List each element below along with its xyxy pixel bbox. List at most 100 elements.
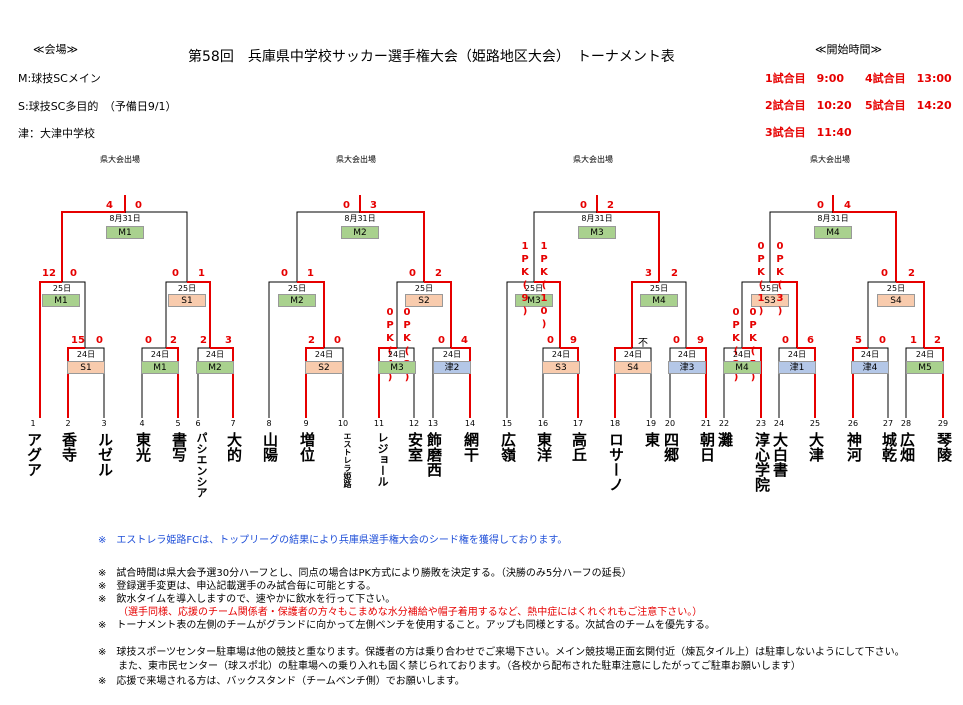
team-name: レジョール [376, 432, 389, 487]
semi-8-date: 25日 [886, 284, 906, 293]
note-seed: ※ エストレラ姫路FCは、トップリーグの結果により兵庫県選手権大会のシード権を獲… [98, 535, 568, 546]
team-name: 琴陵 [935, 432, 953, 462]
first-9-date: 24日 [677, 350, 697, 359]
team-name: 山陽 [261, 432, 279, 462]
semi-2-venue: S1 [168, 294, 206, 307]
first-7-date: 24日 [551, 350, 571, 359]
team-name: ルゼル [96, 432, 114, 477]
team-name: 東光 [134, 432, 152, 462]
team-number: 7 [230, 419, 236, 428]
first-5-venue: M3 [378, 361, 416, 374]
team-number: 21 [700, 419, 712, 428]
final-4-score-left: 0 [817, 200, 824, 211]
semi-3-date: 25日 [287, 284, 307, 293]
semi-3-score-left: 0 [281, 268, 288, 279]
note-water: ※ 飲水タイムを導入しますので、速やかに飲水を行って下さい。 [98, 594, 396, 605]
pk-semi-s3-right: 0 P K ( 3 ) [776, 241, 784, 317]
team-name: 書写 [170, 432, 188, 462]
qualifier-label-1: 県大会出場 [100, 155, 140, 164]
team-number: 11 [373, 419, 385, 428]
qualifier-label-3: 県大会出場 [573, 155, 613, 164]
first-9-score-left: 0 [673, 335, 680, 346]
team-name: 広嶺 [499, 432, 517, 462]
team-name: 淳心学院 [753, 432, 771, 492]
team-name: 灘 [716, 432, 734, 447]
final-4-venue: M4 [814, 226, 852, 239]
team-name: 飾磨西 [425, 432, 443, 477]
final-2-venue: M2 [341, 226, 379, 239]
first-11-venue: 津1 [778, 361, 816, 374]
venue-m: M:球技SCメイン [18, 72, 101, 85]
final-4-date: 8月31日 [817, 214, 849, 223]
pk-semi-s3-left: 0 P K ( 1 ) [757, 241, 765, 317]
semi-4-venue: S2 [405, 294, 443, 307]
note-match-time: ※ 試合時間は県大会予選30分ハーフとし、同点の場合はPK方式により勝敗を決定す… [98, 568, 632, 579]
first-13-score-left: 1 [910, 335, 917, 346]
team-number: 9 [303, 419, 309, 428]
first-2-venue: M1 [141, 361, 179, 374]
team-number: 1 [30, 419, 36, 428]
team-name: アグア [25, 432, 43, 477]
team-number: 15 [501, 419, 513, 428]
team-name: 東洋 [535, 432, 553, 462]
first-9-score-right: 9 [697, 335, 704, 346]
time-4: 4試合目 13:00 [865, 72, 952, 85]
final-3-venue: M3 [578, 226, 616, 239]
first-2-date: 24日 [150, 350, 170, 359]
semi-6-score-right: 2 [671, 268, 678, 279]
team-number: 18 [609, 419, 621, 428]
team-name: 城乾 [880, 432, 898, 462]
semi-3-score-right: 1 [307, 268, 314, 279]
team-name: 神河 [845, 432, 863, 462]
first-3-venue: M2 [196, 361, 234, 374]
team-number: 14 [464, 419, 476, 428]
team-name: ロサーノ [607, 432, 625, 492]
venue-tsu: 津：大津中学校 [18, 127, 95, 140]
team-number: 2 [65, 419, 71, 428]
team-number: 13 [427, 419, 439, 428]
first-7-venue: S3 [542, 361, 580, 374]
venue-s: S:球技SC多目的 （予備日9/1） [18, 100, 177, 113]
semi-5-venue: M3 [515, 294, 553, 307]
page-title: 第58回 兵庫県中学校サッカー選手権大会（姫路地区大会） トーナメント表 [188, 49, 675, 65]
first-1-venue: S1 [67, 361, 105, 374]
first-1-score-right: 0 [96, 335, 103, 346]
semi-5-date: 25日 [524, 284, 544, 293]
semi-3-venue: M2 [278, 294, 316, 307]
semi-7-date: 25日 [760, 284, 780, 293]
team-number: 23 [755, 419, 767, 428]
note-registration: ※ 登録選手変更は、申込記載選手のみ試合毎に可能とする。 [98, 581, 377, 592]
team-name: 安室 [406, 432, 424, 462]
first-6-score-left: 0 [438, 335, 445, 346]
time-3: 3試合目 11:40 [765, 126, 852, 139]
note-parking: ※ 球技スポーツセンター駐車場は他の競技と重なります。保護者の方は乗り合わせでご… [98, 647, 905, 658]
first-3-score-left: 2 [200, 335, 207, 346]
final-1-score-right: 0 [135, 200, 142, 211]
first-4-score-right: 0 [334, 335, 341, 346]
semi-2-score-left: 0 [172, 268, 179, 279]
first-4-date: 24日 [314, 350, 334, 359]
qualifier-label-2: 県大会出場 [336, 155, 376, 164]
team-number: 26 [847, 419, 859, 428]
first-7-score-right: 9 [570, 335, 577, 346]
team-name: 大津 [807, 432, 825, 462]
first-8-date: 24日 [623, 350, 643, 359]
final-2-score-left: 0 [343, 200, 350, 211]
first-6-score-right: 4 [461, 335, 468, 346]
team-number: 8 [266, 419, 272, 428]
first-12-score-left: 5 [855, 335, 862, 346]
time-5: 5試合目 14:20 [865, 99, 952, 112]
final-1-venue: M1 [106, 226, 144, 239]
first-11-score-left: 0 [782, 335, 789, 346]
team-name: エストレラ姫路 [343, 432, 352, 488]
first-9-venue: 津3 [668, 361, 706, 374]
pk-semi-m3-left: 1 P K ( 9 ) [521, 241, 529, 317]
first-7-score-left: 0 [547, 335, 554, 346]
semi-6-date: 25日 [649, 284, 669, 293]
first-13-score-right: 2 [934, 335, 941, 346]
team-name: 網干 [462, 432, 480, 462]
team-name: 四郷 [662, 432, 680, 462]
pk-semi-m3-right: 1 P K ( 1 0 ) [540, 241, 548, 330]
final-3-score-left: 0 [580, 200, 587, 211]
